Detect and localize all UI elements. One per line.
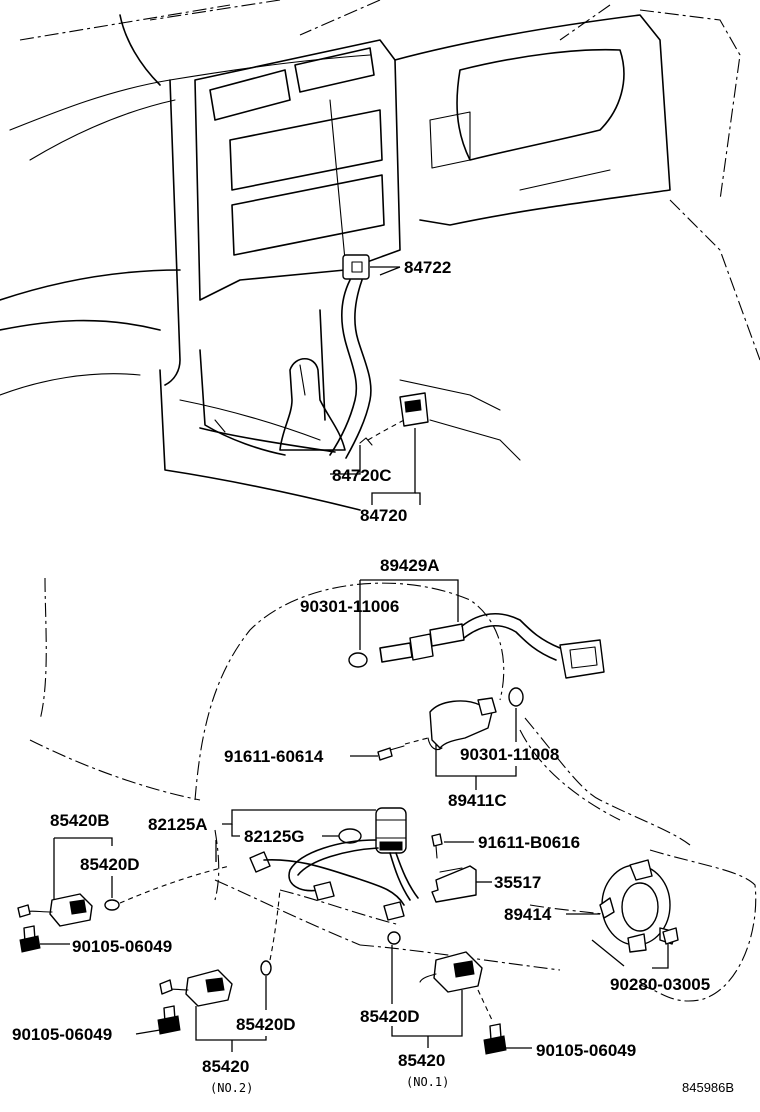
callout-90105-06049-right: 90105-06049 [506, 1041, 636, 1060]
svg-text:85420: 85420 [398, 1051, 445, 1070]
callout-85420B: 85420B [50, 811, 113, 900]
callout-85420-no1: 85420 (NO.1) [391, 990, 463, 1089]
svg-text:89414: 89414 [504, 905, 552, 924]
svg-text:35517: 35517 [494, 873, 541, 892]
svg-text:90301-11006: 90301-11006 [300, 597, 399, 616]
svg-text:89429A: 89429A [380, 556, 440, 575]
svg-text:85420B: 85420B [50, 811, 110, 830]
connector-84722 [342, 254, 370, 280]
svg-text:89411C: 89411C [448, 791, 507, 810]
sensor-89411C [377, 687, 524, 761]
callout-82125A: 82125A [148, 809, 376, 862]
svg-text:84720: 84720 [360, 506, 407, 525]
callout-90280-03005: 90280-03005 [591, 939, 710, 994]
svg-text:(NO.2): (NO.2) [210, 1081, 253, 1095]
bracket-35517 [431, 833, 477, 903]
svg-text:(NO.1): (NO.1) [406, 1075, 449, 1089]
svg-text:90105-06049: 90105-06049 [536, 1041, 636, 1060]
svg-text:85420: 85420 [202, 1057, 249, 1076]
svg-text:90301-11008: 90301-11008 [460, 745, 559, 764]
ring-89414 [599, 859, 679, 953]
sensor-89429A [348, 612, 605, 679]
callout-85420D-mid: 85420D [236, 976, 296, 1034]
dashboard-console-illustration [0, 0, 760, 511]
svg-text:90105-06049: 90105-06049 [12, 1025, 112, 1044]
svg-text:85420D: 85420D [80, 855, 140, 874]
svg-text:85420D: 85420D [360, 1007, 420, 1026]
svg-text:84720C: 84720C [332, 466, 392, 485]
callout-84720: 84720 [360, 428, 421, 525]
callout-85420-no2: 85420 (NO.2) [195, 1006, 267, 1095]
callout-82125G: 82125G [231, 824, 339, 846]
sensor-85420B [17, 865, 231, 953]
svg-text:90280-03005: 90280-03005 [610, 975, 710, 994]
sensor-85420-no2 [157, 889, 281, 1035]
svg-text:84722: 84722 [404, 258, 451, 277]
sensor-85420-no1 [387, 931, 507, 1055]
callout-84720C: 84720C [330, 445, 392, 485]
callout-89414: 89414 [504, 905, 600, 924]
callout-35517: 35517 [476, 873, 541, 892]
svg-text:91611-60614: 91611-60614 [224, 747, 324, 766]
callout-90105-06049-left: 90105-06049 [40, 937, 172, 956]
svg-text:85420D: 85420D [236, 1015, 296, 1034]
svg-text:82125G: 82125G [244, 827, 305, 846]
callout-91611-60614: 91611-60614 [224, 747, 378, 766]
callout-91611-B0616: 91611-B0616 [444, 833, 580, 852]
figure-reference: 845986B [682, 1080, 734, 1095]
callout-90301-11006: 90301-11006 [300, 597, 399, 616]
callout-85420D-right: 85420D [360, 945, 420, 1026]
callout-85420D-left: 85420D [80, 855, 140, 898]
callout-89411C: 89411C [448, 776, 507, 810]
callout-89429A: 89429A [359, 556, 459, 650]
callout-84722: 84722 [370, 258, 451, 277]
svg-text:91611-B0616: 91611-B0616 [478, 833, 580, 852]
callout-90105-06049-lower: 90105-06049 [12, 1025, 161, 1044]
sensor-82125 [249, 807, 419, 921]
svg-text:90105-06049: 90105-06049 [72, 937, 172, 956]
svg-text:82125A: 82125A [148, 815, 208, 834]
